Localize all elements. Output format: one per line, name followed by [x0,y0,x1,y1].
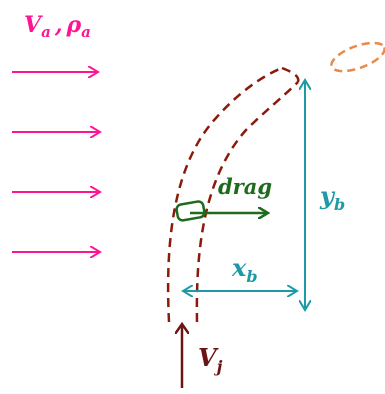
plume-puff [330,41,385,73]
jet-velocity-symbol: V [198,343,219,372]
label-separator: , [54,12,63,38]
yb-label: yb [319,181,345,214]
crossflow-velocity-symbol: V [24,12,43,38]
yb-symbol: y [319,181,336,210]
yb-subscript: b [334,195,345,214]
jet-velocity-label: Vj [198,343,223,376]
xb-label: xb [231,253,258,286]
crossflow-velocity-subscript: a [41,23,51,41]
crossflow-density-subscript: a [81,23,91,41]
xb-subscript: b [246,267,257,286]
drag-label: drag [218,174,272,199]
plume-element [175,200,206,222]
jet-velocity-subscript: j [214,357,223,376]
crossflow-density-symbol: ρ [65,12,81,38]
xb-symbol: x [231,253,247,282]
crossflow-arrows [12,72,100,252]
plume-left-boundary [166,66,283,323]
plume-right-boundary [195,81,299,323]
jet-plume [166,66,300,323]
plume-tip-cap [281,66,300,83]
crossflow-label: Va,ρa [24,12,91,41]
